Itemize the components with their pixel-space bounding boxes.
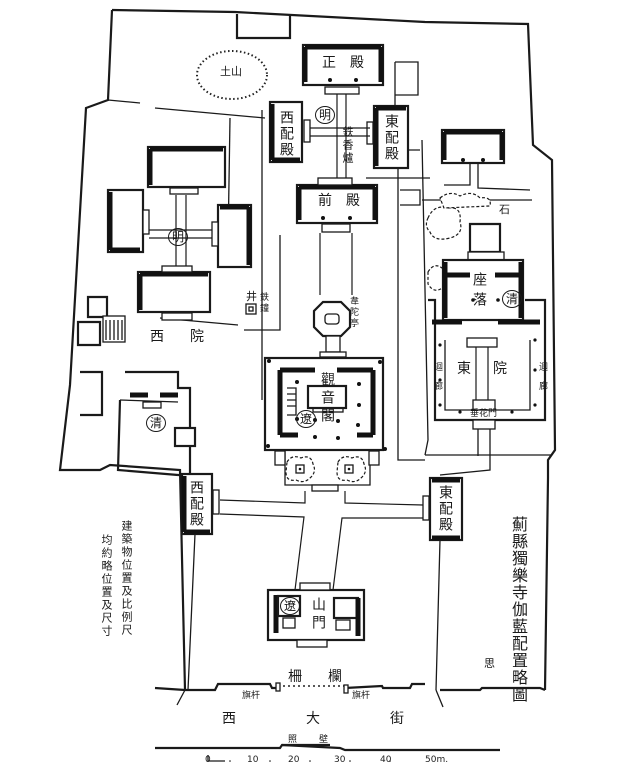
earth-mound-outline (196, 50, 268, 100)
east-side-hall-south (422, 476, 464, 542)
front-wall-and-fence (154, 682, 546, 708)
scale-tick-10: 10 (247, 755, 259, 765)
east-courtyard-complex (425, 128, 547, 476)
label-iron-incense-burner: 鉄香爐 (341, 126, 354, 165)
label-main-hall: 正殿 (322, 55, 378, 71)
west-side-hall-north (268, 100, 311, 164)
west-side-hall-south (180, 472, 220, 536)
front-side-walls (187, 533, 441, 691)
label-ming-marker: 明 (315, 106, 336, 124)
label-west-side-hall-north: 西配殿 (278, 110, 294, 158)
front-hall (295, 177, 379, 233)
label-east-qing-marker: 清 (502, 290, 523, 308)
label-well: 井 (246, 290, 257, 303)
scale-tick-20: 20 (288, 755, 300, 765)
label-liao-marker: 遼 (296, 410, 317, 428)
scale-ticks: 0 10 20 30 40 50m. (200, 755, 520, 767)
label-west-qing-marker: 清 (146, 414, 167, 432)
label-west-side-hall-south: 西配殿 (188, 480, 204, 528)
guanyin-pavilion (263, 356, 387, 452)
central-axis-path (319, 233, 353, 295)
note-column-1: 建築物位置及比例尺 (120, 520, 133, 637)
label-east-side-hall-south: 東配殿 (437, 485, 453, 533)
label-iron-bell: 鉄鐘 (258, 292, 268, 314)
scale-tick-50: 50m. (425, 755, 449, 765)
label-west-ming-marker: 明 (168, 228, 189, 246)
east-side-hall-north (366, 104, 410, 170)
label-earth-mound: 土山 (220, 65, 242, 78)
label-west-courtyard: 西院 (150, 329, 230, 345)
label-flagpole-west: 旗杆 (242, 691, 261, 701)
label-guanyin-pavilion: 觀音閣 (319, 372, 335, 426)
west-qing-complex (116, 370, 197, 477)
south-cross-path (219, 491, 424, 591)
north-axis-path (310, 94, 370, 180)
well-inner (248, 306, 254, 312)
label-street: 西大街 (222, 711, 474, 727)
label-east-courtyard: 東院 (457, 361, 529, 377)
label-mountain-gate: 山門 (310, 597, 326, 633)
outer-enclosure-wall (58, 8, 557, 691)
label-east-side-hall-north: 東配殿 (383, 114, 399, 162)
main-hall (301, 43, 385, 95)
scale-bar (207, 755, 391, 762)
diagram-title: 薊縣獨樂寺伽藍配置略圖 (509, 516, 528, 703)
label-east-corridor: 迴廊 (537, 362, 547, 400)
north-small-building (235, 14, 292, 40)
label-fence: 柵欄 (288, 669, 368, 685)
pavilion-forecourt (274, 450, 380, 492)
label-flagpole-east: 旗杆 (352, 691, 371, 701)
west-outbuildings (76, 295, 126, 417)
well-outline (245, 303, 257, 315)
label-rock: 石 (499, 203, 510, 216)
scale-tick-0: 0 (205, 755, 211, 765)
scale-tick-40: 40 (380, 755, 392, 765)
note-column-2: 均約略位置及尺寸 (100, 534, 113, 638)
scale-tick-30: 30 (334, 755, 346, 765)
west-courtyard-buildings (106, 145, 253, 321)
label-screen-wall: 照壁 (288, 735, 351, 745)
label-front-hall: 前殿 (318, 193, 374, 209)
author-signature: 思 (484, 657, 495, 670)
label-flower-gate: 垂花門 (470, 409, 498, 419)
screen-wall (155, 743, 500, 752)
label-mountain-gate-liao-marker: 遼 (280, 597, 301, 615)
octagonal-pavilion (312, 300, 352, 358)
label-octagonal-pavilion: 韋陀亭 (348, 296, 358, 329)
label-west-corridor: 迴廊 (432, 362, 442, 400)
label-zuoluo: 座落 (471, 272, 487, 312)
